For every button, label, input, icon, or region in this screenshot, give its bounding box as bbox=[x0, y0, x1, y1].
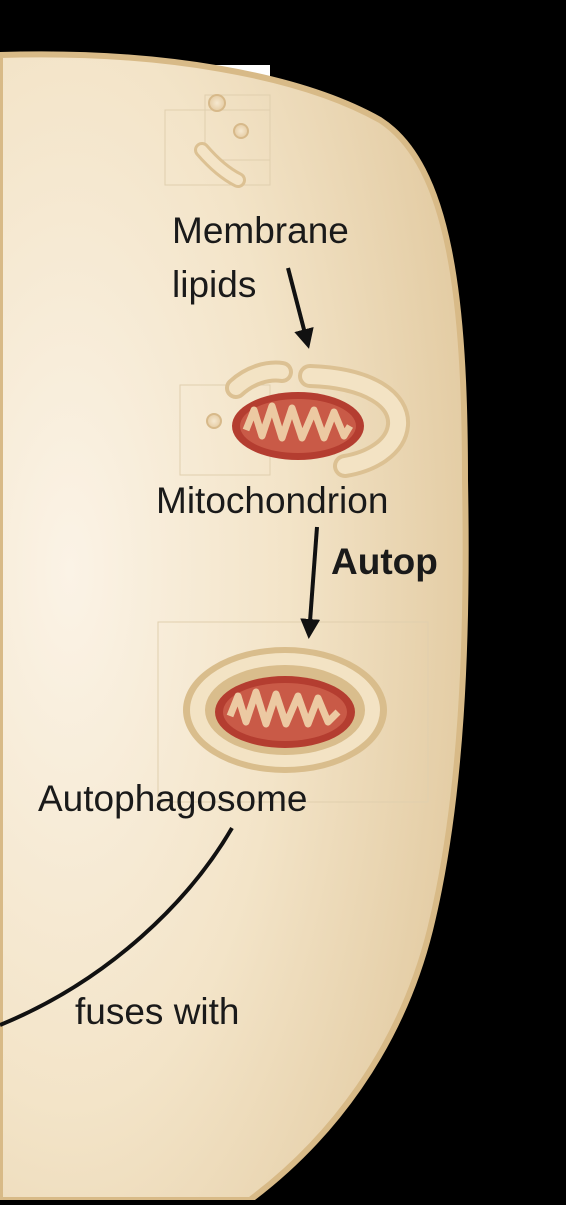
label-autophagosome: Autophagosome bbox=[38, 778, 308, 819]
label-fuses-with: fuses with bbox=[75, 991, 240, 1032]
cell-body bbox=[0, 51, 469, 1203]
arrow-mitochondrion-to-autophagosome bbox=[300, 526, 321, 639]
figure-frames bbox=[157, 94, 429, 803]
fusion-connector-line bbox=[0, 826, 234, 1027]
mitochondrion-with-phagophore bbox=[206, 360, 411, 478]
autophagosome bbox=[183, 647, 387, 773]
membrane-lipid-vesicles bbox=[194, 94, 249, 188]
label-mitochondrion: Mitochondrion bbox=[156, 480, 389, 521]
label-membrane-line2: lipids bbox=[172, 264, 257, 305]
label-autophagy: Autop bbox=[331, 541, 438, 582]
arrow-lipids-to-mitochondrion bbox=[286, 267, 314, 349]
label-membrane-line1: Membrane bbox=[172, 210, 349, 251]
